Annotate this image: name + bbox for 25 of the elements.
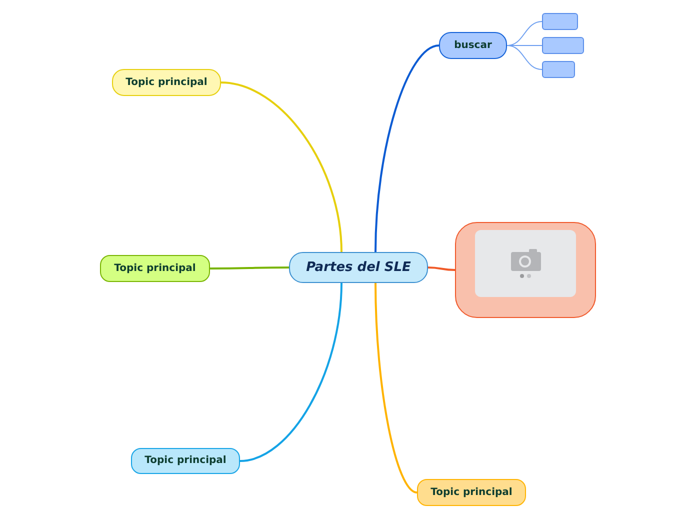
connector-line	[210, 266, 289, 270]
topic-label: Partes del SLE	[306, 260, 411, 276]
connector-line	[374, 282, 418, 494]
topic-label: Topic principal	[430, 486, 512, 498]
topic-label: buscar	[454, 40, 492, 52]
topic-node	[417, 479, 526, 506]
subtopic-box	[542, 13, 578, 30]
subtopic-box	[542, 37, 584, 54]
central-topic	[289, 252, 428, 283]
connector-line	[506, 45, 542, 46]
connector-line	[506, 45, 542, 70]
subtopic-box	[542, 61, 575, 78]
topic-label: Topic principal	[126, 76, 208, 88]
image-topic-card	[455, 222, 596, 318]
topic-node	[131, 448, 240, 474]
connector-line	[240, 282, 342, 462]
connector-line	[374, 44, 440, 252]
connector-line	[506, 21, 542, 46]
topic-node	[100, 255, 210, 282]
topic-label: Topic principal	[114, 262, 196, 274]
connector-line	[428, 266, 456, 271]
topic-node	[439, 32, 507, 59]
topic-node	[112, 69, 221, 96]
connector-line	[220, 82, 342, 252]
topic-label: Topic principal	[144, 455, 226, 467]
